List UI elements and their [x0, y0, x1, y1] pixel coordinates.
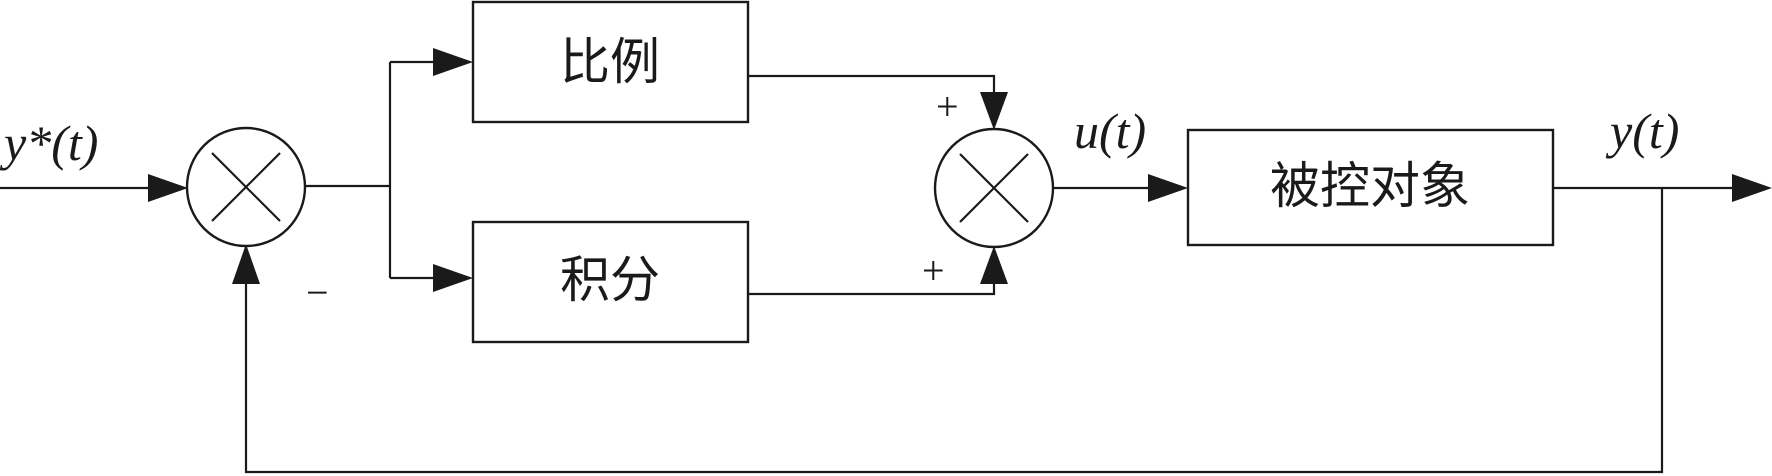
comparator-cross-b [211, 152, 281, 222]
plant-block: 被控对象 [1186, 128, 1555, 247]
input-arrowhead [148, 174, 188, 202]
signal-lines [0, 60, 1736, 474]
integral-label: 积分 [560, 251, 660, 309]
proportional-block: 比例 [471, 0, 750, 124]
control-arrowhead [1148, 174, 1188, 202]
proportional-box [471, 0, 750, 124]
integral-to-summer-line [748, 266, 996, 296]
output-arrowhead [1732, 174, 1772, 202]
summer-bottom-arrowhead [980, 246, 1008, 284]
output-signal-label: y(t) [1605, 103, 1679, 159]
comparator-junction [185, 126, 307, 248]
integral-block: 积分 [471, 220, 750, 344]
summer-top-arrowhead [980, 92, 1008, 130]
feedback-line [244, 188, 1664, 474]
integral-box [471, 220, 750, 344]
arrowheads [148, 48, 1772, 292]
control-signal-label: u(t) [1074, 103, 1146, 159]
reference-signal-label: y*(t) [0, 115, 98, 171]
proportional-plus-sign: + [936, 84, 959, 129]
integral-plus-sign: + [922, 248, 945, 293]
adder-cross-b [959, 153, 1029, 223]
proportional-label: 比例 [560, 33, 660, 91]
feedback-minus-sign: − [306, 270, 329, 315]
integral-arrowhead [433, 264, 473, 292]
plant-label: 被控对象 [1270, 157, 1470, 215]
adder-junction [933, 127, 1055, 249]
proportional-arrowhead [433, 48, 473, 76]
plant-box [1186, 128, 1555, 247]
feedback-arrowhead [232, 244, 260, 284]
